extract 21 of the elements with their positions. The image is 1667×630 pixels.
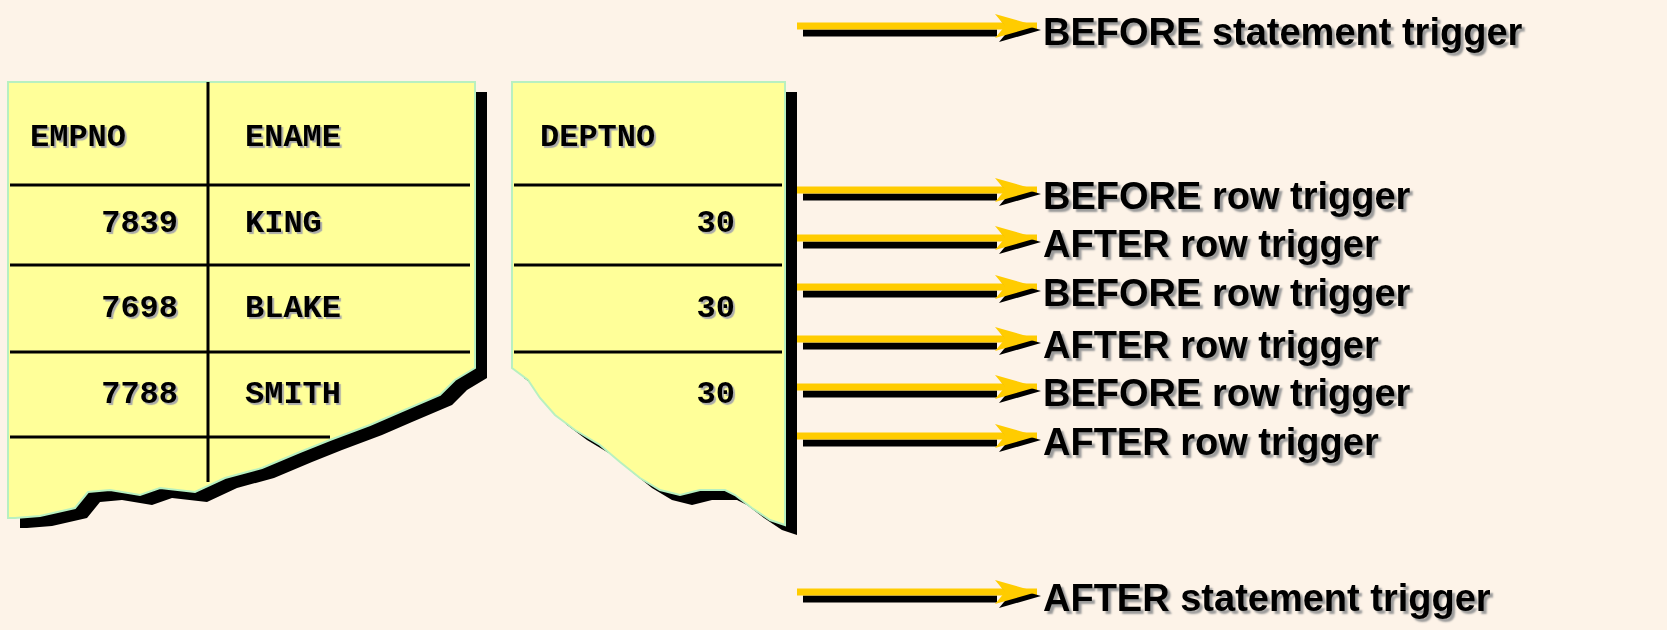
table-cell-text: ENAME: [245, 119, 342, 157]
trigger-label: AFTER row trigger: [1043, 323, 1379, 367]
trigger-label: BEFORE row trigger: [1043, 271, 1411, 315]
trigger-label: AFTER statement trigger: [1043, 576, 1491, 620]
table-cell-text: DEPTNO: [540, 119, 657, 157]
trigger-label: BEFORE statement trigger: [1043, 10, 1523, 54]
table-cell-text: 7698: [100, 290, 178, 328]
table-cell-text: 30: [695, 376, 735, 414]
table-cell-text: SMITH: [245, 376, 342, 414]
table-cell-text: BLAKE: [245, 290, 342, 328]
trigger-label: AFTER row trigger: [1043, 420, 1379, 464]
table-cell-text: 7839: [100, 205, 178, 243]
trigger-label: AFTER row trigger: [1043, 222, 1379, 266]
table-drawing: [511, 81, 797, 535]
table-cell-text: KING: [245, 205, 323, 243]
trigger-label: BEFORE row trigger: [1043, 371, 1411, 415]
table-cell-text: 30: [695, 205, 735, 243]
table-cell-text: 7788: [100, 376, 178, 414]
table-cell-text: EMPNO: [30, 119, 127, 157]
trigger-label: BEFORE row trigger: [1043, 174, 1411, 218]
table-cell-text: 30: [695, 290, 735, 328]
